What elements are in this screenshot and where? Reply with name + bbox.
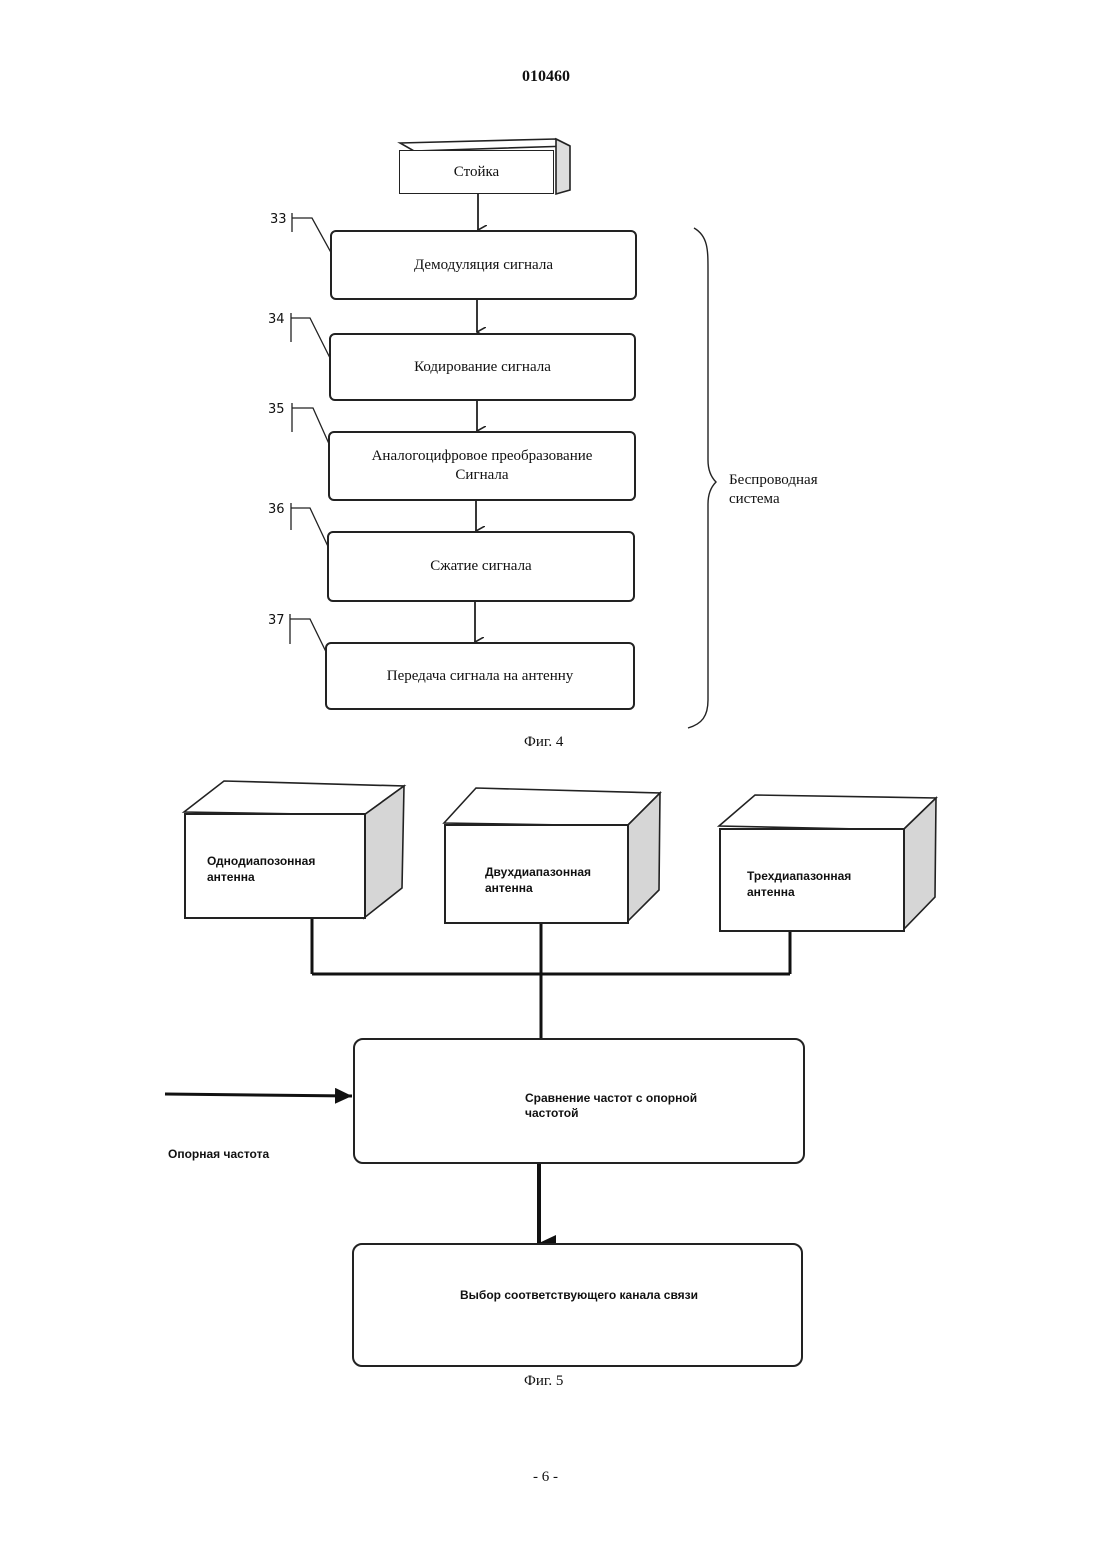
tri-band-antenna-line2: антенна — [747, 884, 795, 900]
select-channel-box — [352, 1243, 803, 1367]
step-label-35-line1: Аналогоцифровое преобразование — [372, 447, 593, 466]
single-band-antenna-line1: Однодиапозонная — [207, 853, 315, 869]
brace-label-line1: Беспроводная — [729, 472, 818, 489]
step-number-35: 35 — [268, 402, 285, 417]
tri-band-antenna-line1: Трехдиапазонная — [747, 868, 851, 884]
step-number-37: 37 — [268, 613, 285, 628]
step-number-36: 36 — [268, 502, 285, 517]
compare-frequency-line2: частотой — [525, 1105, 579, 1121]
step-box-37: Передача сигнала на антенну — [325, 642, 635, 710]
step-label-36: Сжатие сигнала — [430, 557, 531, 576]
reference-frequency-label: Опорная частота — [168, 1146, 269, 1162]
rack-label: Стойка — [454, 163, 499, 182]
dual-band-antenna-line1: Двухдиапазонная — [485, 864, 591, 880]
fig5-caption: Фиг. 5 — [524, 1373, 563, 1390]
page-number: - 6 - — [533, 1469, 558, 1486]
brace-label-line2: система — [729, 491, 780, 508]
step-label-34: Кодирование сигнала — [414, 358, 551, 377]
step-box-34: Кодирование сигнала — [329, 333, 636, 401]
dual-band-antenna-line2: антенна — [485, 880, 533, 896]
step-box-36: Сжатие сигнала — [327, 531, 635, 602]
compare-frequency-line1: Сравнение частот с опорной — [525, 1090, 697, 1106]
step-number-34: 34 — [268, 312, 285, 327]
select-channel-label: Выбор соответствующего канала связи — [460, 1287, 698, 1303]
step-label-37: Передача сигнала на антенну — [387, 667, 574, 686]
single-band-antenna-line2: антенна — [207, 869, 255, 885]
step-box-33: Демодуляция сигнала — [330, 230, 637, 300]
fig4-caption: Фиг. 4 — [524, 734, 563, 751]
step-box-35: Аналогоцифровое преобразование Сигнала — [328, 431, 636, 501]
step-label-33: Демодуляция сигнала — [414, 256, 553, 275]
step-label-35-line2: Сигнала — [372, 466, 593, 485]
rack-block: Стойка — [399, 150, 554, 194]
step-number-33: 33 — [270, 212, 287, 227]
